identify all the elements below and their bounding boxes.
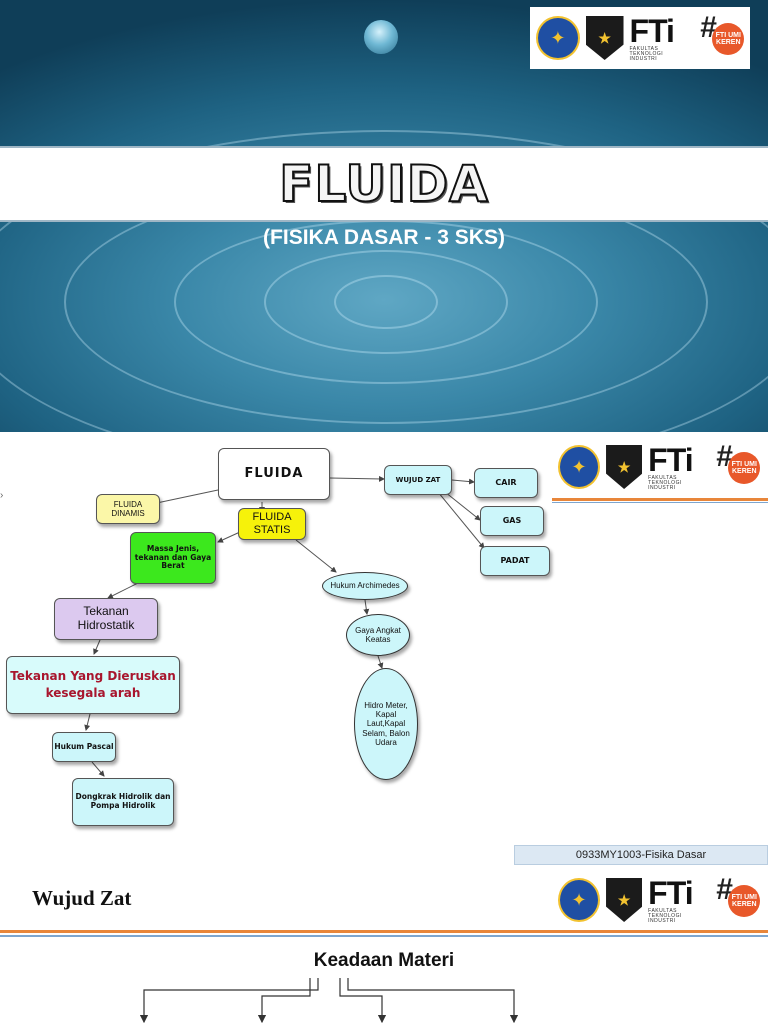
fti-caption: TEKNOLOGI INDUSTRI — [629, 50, 664, 62]
node-fluida-statis-label: FLUIDA STATIS — [252, 511, 292, 536]
university-shield-logo: ★ — [585, 16, 624, 60]
fti-logo-text: FTi — [648, 874, 693, 911]
fti-logo: FTi FAKULTAS TEKNOLOGI INDUSTRI — [648, 877, 708, 924]
slide-subtitle: (FISIKA DASAR - 3 SKS) — [263, 226, 505, 249]
tut-wuri-logo: ✦ — [536, 16, 580, 60]
tree-connectors — [139, 978, 519, 1024]
slide-title: FLUIDA — [278, 154, 489, 214]
node-tekanan-hidrostatik-label: Tekanan Hidrostatik — [77, 604, 135, 632]
header-logos: ✦ ★ FTi FAKULTAS TEKNOLOGI INDUSTRI # FT… — [552, 438, 764, 496]
title-band: FLUIDA — [0, 146, 768, 222]
hashtag-badge-text: FTI UMI KEREN — [728, 452, 761, 484]
water-drop-image — [364, 20, 398, 54]
node-tekanan-yang: Tekanan Yang Dieruskan kesegala arah — [6, 656, 180, 714]
hashtag-badge-logo: # FTI UMI KEREN — [714, 440, 761, 490]
concept-map-slide: › FLUIDA WUJUD ZAT CAIR — [0, 432, 768, 842]
hashtag-badge-text: FTI UMI KEREN — [728, 885, 761, 917]
node-fluida-dinamis-label: FLUIDA DINAMIS — [111, 499, 145, 518]
node-gaya-angkat-label: Gaya Angkat Keatas — [355, 625, 401, 644]
fti-logo: FTi FAKULTAS TEKNOLOGI INDUSTRI — [648, 444, 708, 491]
node-massa-jenis: Massa Jenis, tekanan dan Gaya Berat — [130, 532, 216, 584]
node-cair: CAIR — [474, 468, 538, 498]
node-tekanan-hidrostatik: Tekanan Hidrostatik — [54, 598, 158, 640]
header-logos: ✦ ★ FTi FAKULTAS TEKNOLOGI INDUSTRI # FT… — [530, 7, 750, 69]
node-gas-label: GAS — [502, 516, 522, 526]
node-hidro-meter: Hidro Meter, Kapal Laut,Kapal Selam, Bal… — [354, 668, 418, 780]
node-hidro-meter-label: Hidro Meter, Kapal Laut,Kapal Selam, Bal… — [362, 701, 410, 747]
hashtag-badge-logo: # FTI UMI KEREN — [714, 873, 761, 923]
node-wujud-zat-label: WUJUD ZAT — [395, 475, 441, 484]
university-shield-logo: ★ — [606, 445, 643, 489]
node-fluida-dinamis: FLUIDA DINAMIS — [96, 494, 160, 524]
slide-edge-mark: › — [0, 490, 4, 501]
hashtag-badge-logo: # FTI UMI KEREN — [698, 11, 745, 61]
node-fluida: FLUIDA — [218, 448, 330, 500]
diagram-heading: Keadaan Materi — [313, 950, 455, 971]
university-shield-logo: ★ — [606, 878, 643, 922]
node-hukum-pascal-label: Hukum Pascal — [54, 741, 114, 751]
node-gas: GAS — [480, 506, 544, 536]
hashtag-badge-text: FTI UMI KEREN — [712, 23, 745, 55]
tut-wuri-logo: ✦ — [558, 445, 601, 489]
node-dongkrak: Dongkrak Hidrolik dan Pompa Hidrolik — [72, 778, 174, 826]
wujud-zat-slide: 0933MY1003-Fisika Dasar Wujud Zat ✦ ★ FT… — [0, 842, 768, 1024]
fti-logo-text: FTi — [629, 12, 675, 49]
fti-caption: TEKNOLOGI INDUSTRI — [648, 912, 682, 924]
fti-logo-text: FTi — [648, 441, 693, 478]
node-fluida-label: FLUIDA — [244, 465, 304, 481]
tut-wuri-logo: ✦ — [558, 878, 601, 922]
node-fluida-statis: FLUIDA STATIS — [238, 508, 306, 540]
slide-title: Wujud Zat — [32, 886, 132, 910]
title-slide: ✦ ★ FTi FAKULTAS TEKNOLOGI INDUSTRI # FT… — [0, 0, 768, 432]
node-cair-label: CAIR — [495, 478, 517, 488]
course-code-box: 0933MY1003-Fisika Dasar — [514, 845, 768, 865]
header-rule-orange — [552, 498, 768, 501]
header-rule-blue — [0, 935, 768, 937]
header-logos: ✦ ★ FTi FAKULTAS TEKNOLOGI INDUSTRI # FT… — [552, 872, 764, 928]
node-dongkrak-label: Dongkrak Hidrolik dan Pompa Hidrolik — [75, 792, 171, 810]
node-padat: PADAT — [480, 546, 550, 576]
header-rule-blue — [552, 502, 768, 503]
node-gaya-angkat: Gaya Angkat Keatas — [346, 614, 410, 656]
node-massa-jenis-label: Massa Jenis, tekanan dan Gaya Berat — [134, 544, 212, 571]
fti-logo: FTi FAKULTAS TEKNOLOGI INDUSTRI — [630, 15, 693, 62]
fti-faculty-text: FAKULTAS — [648, 907, 677, 914]
node-tekanan-yang-label: Tekanan Yang Dieruskan kesegala arah — [10, 669, 176, 700]
node-hukum-archimedes: Hukum Archimedes — [322, 572, 408, 600]
header-rule-orange — [0, 930, 768, 933]
fti-faculty-text: FAKULTAS — [629, 45, 659, 52]
node-hukum-pascal: Hukum Pascal — [52, 732, 116, 762]
fti-faculty-text: FAKULTAS — [648, 474, 677, 481]
ripple-ring — [0, 130, 768, 432]
node-wujud-zat: WUJUD ZAT — [384, 465, 452, 495]
fti-caption: TEKNOLOGI INDUSTRI — [648, 479, 682, 491]
node-padat-label: PADAT — [500, 556, 530, 566]
node-hukum-archimedes-label: Hukum Archimedes — [330, 581, 400, 591]
